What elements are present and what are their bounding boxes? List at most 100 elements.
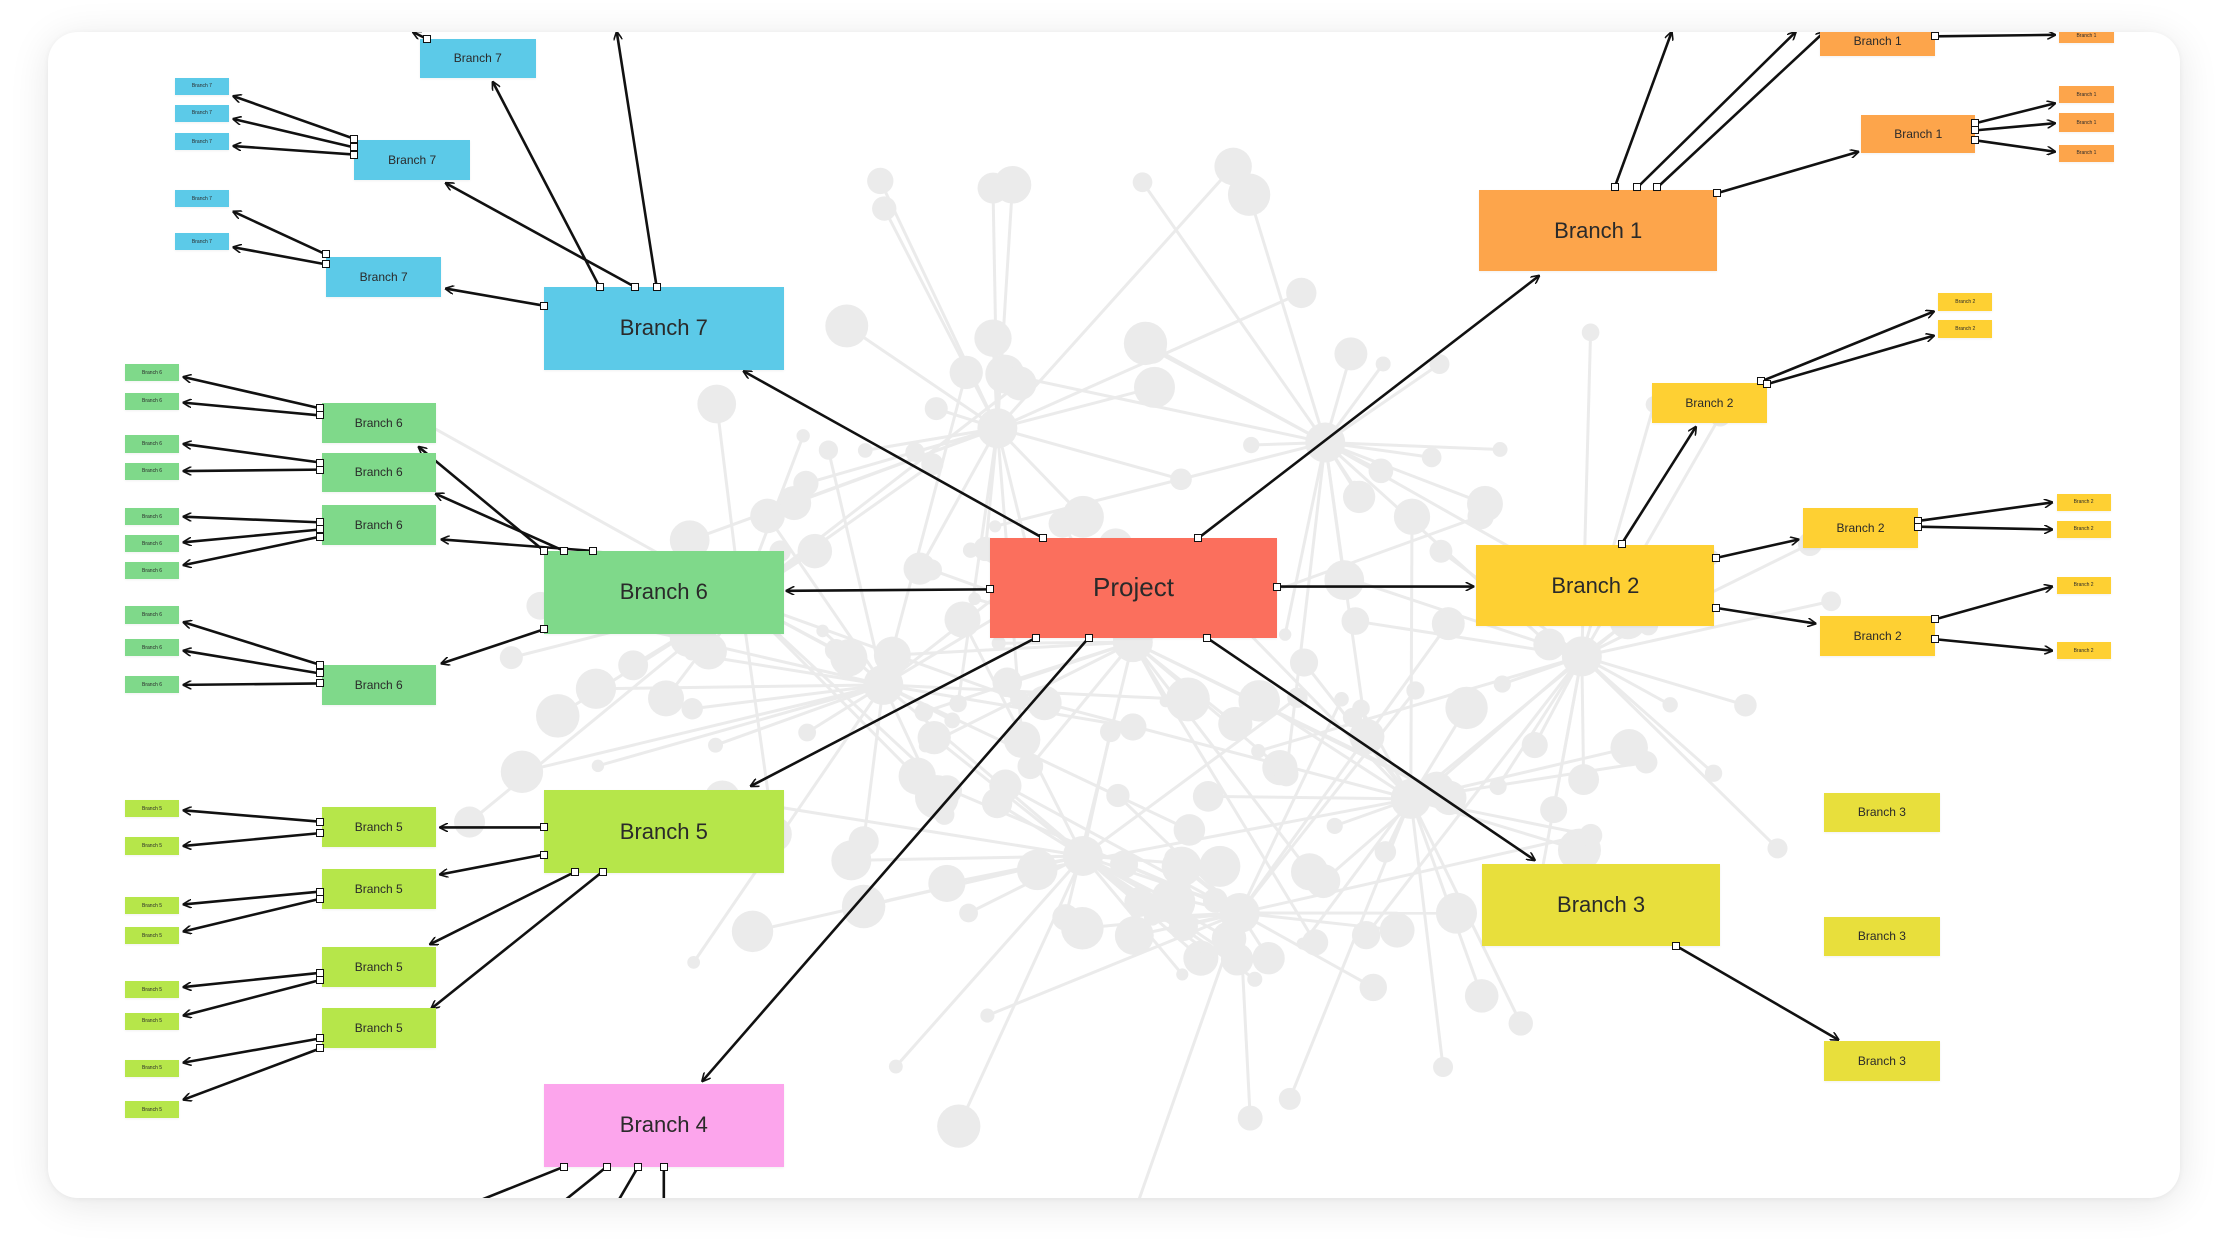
connector-arrow[interactable] [183, 683, 321, 684]
branch-6-leaf[interactable]: Branch 6 [124, 562, 180, 580]
connector-arrow[interactable] [1760, 311, 1933, 383]
connector-arrow[interactable] [1620, 427, 1696, 545]
connector-arrow[interactable] [702, 636, 1090, 1081]
connector-line[interactable] [618, 1166, 640, 1198]
connector-arrow[interactable] [183, 470, 321, 471]
connector-arrow[interactable] [617, 32, 658, 288]
connector-handle[interactable] [1711, 603, 1720, 612]
branch-1-leaf[interactable]: Branch 1 [2059, 32, 2114, 44]
connector-arrow[interactable] [419, 447, 545, 552]
connector-arrow[interactable] [183, 535, 321, 566]
connector-handle[interactable] [1031, 633, 1040, 642]
branch-3-subnode[interactable]: Branch 3 [1824, 917, 1940, 956]
branch-5-node[interactable]: Branch 5 [544, 790, 784, 874]
connector-arrow[interactable] [493, 82, 601, 288]
branch-2-node[interactable]: Branch 2 [1476, 545, 1715, 627]
connector-handle[interactable] [1914, 522, 1923, 531]
connector-arrow[interactable] [183, 897, 321, 932]
branch-6-leaf[interactable]: Branch 6 [124, 364, 180, 382]
branch-6-node[interactable]: Branch 6 [544, 550, 784, 634]
connector-arrow[interactable] [183, 377, 321, 410]
connector-arrow[interactable] [183, 1037, 321, 1062]
connector-handle[interactable] [1971, 126, 1980, 135]
center-node-project[interactable]: Project [990, 538, 1277, 638]
connector-arrow[interactable] [430, 870, 577, 945]
branch-7-leaf[interactable]: Branch 7 [174, 190, 230, 208]
connector-handle[interactable] [316, 894, 325, 903]
branch-5-leaf[interactable]: Branch 5 [124, 1101, 180, 1119]
connector-handle[interactable] [1610, 183, 1619, 192]
connector-handle[interactable] [631, 283, 640, 292]
branch-5-leaf[interactable]: Branch 5 [124, 927, 180, 945]
connector-arrow[interactable] [1935, 35, 2055, 36]
connector-handle[interactable] [321, 250, 330, 259]
connector-arrow[interactable] [183, 528, 321, 542]
branch-7-node[interactable]: Branch 7 [544, 287, 784, 370]
branch-6-leaf[interactable]: Branch 6 [124, 435, 180, 453]
connector-handle[interactable] [634, 1162, 643, 1171]
connector-arrow[interactable] [446, 289, 545, 307]
branch-5-leaf[interactable]: Branch 5 [124, 1012, 180, 1030]
connector-handle[interactable] [316, 465, 325, 474]
connector-arrow[interactable] [1974, 103, 2055, 125]
connector-arrow[interactable] [1766, 336, 1934, 386]
connector-arrow[interactable] [233, 96, 355, 141]
connector-handle[interactable] [1194, 534, 1203, 543]
connector-arrow[interactable] [183, 890, 321, 905]
connector-handle[interactable] [1931, 32, 1940, 41]
connector-arrow[interactable] [1613, 32, 1672, 188]
connector-handle[interactable] [316, 679, 325, 688]
connector-arrow[interactable] [436, 494, 565, 553]
connector-handle[interactable] [1272, 582, 1281, 591]
branch-2-leaf[interactable]: Branch 2 [2056, 576, 2111, 594]
connector-handle[interactable] [316, 817, 325, 826]
branch-7-leaf[interactable]: Branch 7 [174, 77, 230, 95]
connector-arrow[interactable] [183, 403, 321, 417]
connector-handle[interactable] [560, 1162, 569, 1171]
connector-handle[interactable] [588, 546, 597, 555]
connector-arrow[interactable] [1675, 944, 1839, 1040]
connector-arrow[interactable] [1935, 587, 2052, 621]
branch-1-leaf[interactable]: Branch 1 [2059, 113, 2114, 132]
connector-handle[interactable] [1713, 189, 1722, 198]
connector-arrow[interactable] [1935, 637, 2052, 650]
connector-arrow[interactable] [1197, 276, 1539, 540]
branch-3-node[interactable]: Branch 3 [1482, 864, 1721, 946]
connector-handle[interactable] [1931, 635, 1940, 644]
connector-arrow[interactable] [1656, 32, 1824, 189]
branch-3-subnode[interactable]: Branch 3 [1824, 793, 1940, 832]
branch-1-subnode[interactable]: Branch 1 [1819, 32, 1936, 57]
branch-2-leaf[interactable]: Branch 2 [1938, 292, 1993, 312]
branch-6-subnode[interactable]: Branch 6 [321, 452, 436, 493]
connector-handle[interactable] [316, 1034, 325, 1043]
connector-arrow[interactable] [183, 622, 321, 667]
branch-5-subnode[interactable]: Branch 5 [321, 947, 436, 988]
connector-line[interactable] [479, 1165, 565, 1198]
connector-handle[interactable] [560, 546, 569, 555]
branch-2-leaf[interactable]: Branch 2 [2056, 493, 2111, 511]
branch-7-subnode[interactable]: Branch 7 [354, 140, 470, 181]
branch-1-leaf[interactable]: Branch 1 [2059, 144, 2114, 162]
connector-handle[interactable] [1202, 633, 1211, 642]
connector-arrow[interactable] [1975, 139, 2055, 151]
branch-7-leaf[interactable]: Branch 7 [174, 232, 230, 251]
connector-handle[interactable] [571, 867, 580, 876]
branch-2-subnode[interactable]: Branch 2 [1802, 508, 1919, 549]
connector-handle[interactable] [602, 1162, 611, 1171]
branch-6-leaf[interactable]: Branch 6 [124, 392, 180, 410]
connector-handle[interactable] [598, 867, 607, 876]
connector-handle[interactable] [1617, 539, 1626, 548]
connector-arrow[interactable] [1715, 606, 1816, 624]
branch-5-subnode[interactable]: Branch 5 [321, 807, 436, 848]
connector-arrow[interactable] [744, 371, 1044, 540]
connector-line[interactable] [564, 1165, 608, 1198]
connector-handle[interactable] [540, 850, 549, 859]
connector-handle[interactable] [540, 301, 549, 310]
branch-6-leaf[interactable]: Branch 6 [124, 462, 180, 480]
connector-arrow[interactable] [751, 636, 1037, 786]
connector-arrow[interactable] [183, 444, 321, 464]
connector-handle[interactable] [659, 1162, 668, 1171]
connector-handle[interactable] [1084, 633, 1093, 642]
connector-arrow[interactable] [441, 628, 545, 663]
connector-arrow[interactable] [233, 146, 355, 156]
